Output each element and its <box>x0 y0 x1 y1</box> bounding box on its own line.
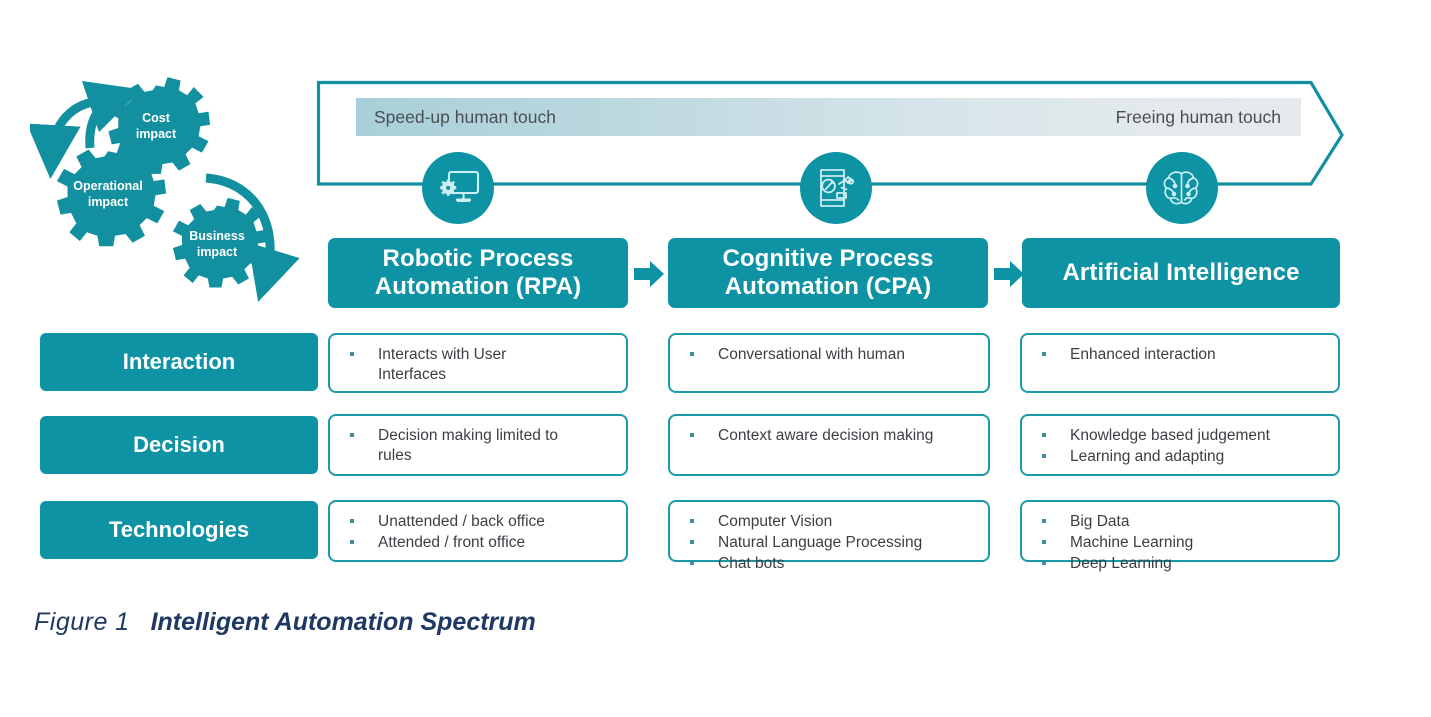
bullet-list: Conversational with human <box>682 345 978 365</box>
row-label-text: Technologies <box>108 517 250 542</box>
bullet-item: Decision making limited to rules <box>342 426 616 466</box>
bullet-item: Context aware decision making <box>682 426 978 446</box>
bullet-item: Deep Learning <box>1034 554 1328 574</box>
arrow-cpa-to-ai-icon <box>992 258 1026 290</box>
bullet-marker-icon <box>1042 540 1046 545</box>
bullet-item: Attended / front office <box>342 533 616 553</box>
bullet-item: Chat bots <box>682 554 978 574</box>
bullet-list: Interacts with User Interfaces <box>342 345 616 385</box>
bullet-marker-icon <box>350 352 354 356</box>
bullet-item: Unattended / back office <box>342 512 616 532</box>
bullet-marker-icon <box>1042 352 1046 356</box>
bullet-text: Context aware decision making <box>718 427 934 444</box>
stage-header-rpa[interactable]: Robotic Process Automation (RPA) <box>328 238 628 308</box>
gear-arrow-right <box>205 173 300 302</box>
spectrum-arrow-banner: Speed-up human touch Freeing human touch <box>316 80 1346 190</box>
bullet-marker-icon <box>1042 454 1046 459</box>
bullet-item: Computer Vision <box>682 512 978 532</box>
bullet-text: Knowledge based judgement <box>1070 427 1270 444</box>
figure-caption-number: Figure 1 <box>34 608 130 636</box>
stage-title-cpa-line2: Automation (CPA) <box>724 273 932 300</box>
impact-gear-cluster: Cost impact Operational impact Business … <box>30 70 320 330</box>
monitor-gear-icon <box>422 152 494 224</box>
row-label-text: Decision <box>133 432 225 457</box>
spectrum-gradient-bar: Speed-up human touch Freeing human touch <box>356 98 1301 136</box>
bullet-list: Enhanced interaction <box>1034 345 1328 365</box>
stage-title-rpa-line2: Automation (RPA) <box>374 273 582 300</box>
stage-title-rpa-line1: Robotic Process <box>382 245 574 273</box>
cell-decision-rpa[interactable]: Decision making limited to rules <box>328 414 628 476</box>
cell-interaction-ai[interactable]: Enhanced interaction <box>1020 333 1340 393</box>
cell-interaction-rpa[interactable]: Interacts with User Interfaces <box>328 333 628 393</box>
bullet-marker-icon <box>350 519 354 523</box>
spectrum-left-label: Speed-up human touch <box>374 107 556 127</box>
bullet-marker-icon <box>690 519 694 523</box>
gear-cost-label-line1: Cost <box>142 111 171 125</box>
bullet-item: Knowledge based judgement <box>1034 426 1328 446</box>
bullet-text: Learning and adapting <box>1070 448 1225 466</box>
stage-header-ai[interactable]: Artificial Intelligence <box>1022 238 1340 308</box>
arrow-rpa-to-cpa-icon <box>632 258 666 290</box>
row-label-technologies[interactable]: Technologies <box>40 501 318 559</box>
gear-cost-label-line2: impact <box>136 127 177 141</box>
bullet-marker-icon <box>690 561 694 566</box>
bullet-text: Natural Language Processing <box>718 534 923 552</box>
brain-icon <box>1146 152 1218 224</box>
bullet-text: Interacts with User Interfaces <box>378 346 507 384</box>
cell-decision-cpa[interactable]: Context aware decision making <box>668 414 990 476</box>
bullet-list: Decision making limited to rules <box>342 426 616 466</box>
gear-arrow-top <box>81 80 142 149</box>
bullet-text: Chat bots <box>718 555 785 573</box>
bullet-text: Big Data <box>1070 513 1130 530</box>
figure-caption: Figure 1 Intelligent Automation Spectrum <box>34 608 536 637</box>
row-label-decision[interactable]: Decision <box>40 416 318 474</box>
figure-caption-title: Intelligent Automation Spectrum <box>150 608 536 636</box>
bullet-text: Deep Learning <box>1070 555 1172 573</box>
bullet-text: Decision making limited to rules <box>378 427 559 465</box>
bullet-marker-icon <box>690 433 694 437</box>
bullet-item: Conversational with human <box>682 345 978 365</box>
gear-operational-label-line2: impact <box>88 195 129 209</box>
stage-title-ai-line1: Artificial Intelligence <box>1062 259 1300 287</box>
stage-title-cpa-line1: Cognitive Process <box>722 245 934 273</box>
bullet-text: Conversational with human <box>718 346 905 363</box>
robot-arm-document-icon <box>800 152 872 224</box>
gear-business-label-line1: Business <box>189 229 245 243</box>
gear-operational-label-line1: Operational <box>73 179 142 193</box>
bullet-text: Attended / front office <box>378 534 526 552</box>
bullet-item: Natural Language Processing <box>682 533 978 553</box>
bullet-marker-icon <box>1042 433 1046 437</box>
bullet-marker-icon <box>690 352 694 356</box>
bullet-marker-icon <box>1042 561 1046 566</box>
bullet-text: Machine Learning <box>1070 534 1194 552</box>
bullet-item: Enhanced interaction <box>1034 345 1328 365</box>
bullet-list: Context aware decision making <box>682 426 978 446</box>
bullet-item: Machine Learning <box>1034 533 1328 553</box>
row-label-text: Interaction <box>122 349 236 374</box>
spectrum-right-label: Freeing human touch <box>1115 107 1281 127</box>
bullet-marker-icon <box>1042 519 1046 523</box>
gear-business-label-line2: impact <box>197 245 238 259</box>
bullet-marker-icon <box>350 540 354 545</box>
bullet-item: Big Data <box>1034 512 1328 532</box>
bullet-text: Unattended / back office <box>378 513 545 530</box>
bullet-item: Learning and adapting <box>1034 447 1328 467</box>
bullet-text: Computer Vision <box>718 513 833 530</box>
bullet-marker-icon <box>690 540 694 545</box>
row-label-interaction[interactable]: Interaction <box>40 333 318 391</box>
cell-interaction-cpa[interactable]: Conversational with human <box>668 333 990 393</box>
bullet-marker-icon <box>350 433 354 437</box>
stage-header-cpa[interactable]: Cognitive Process Automation (CPA) <box>668 238 988 308</box>
bullet-item: Interacts with User Interfaces <box>342 345 616 385</box>
bullet-text: Enhanced interaction <box>1070 346 1216 363</box>
